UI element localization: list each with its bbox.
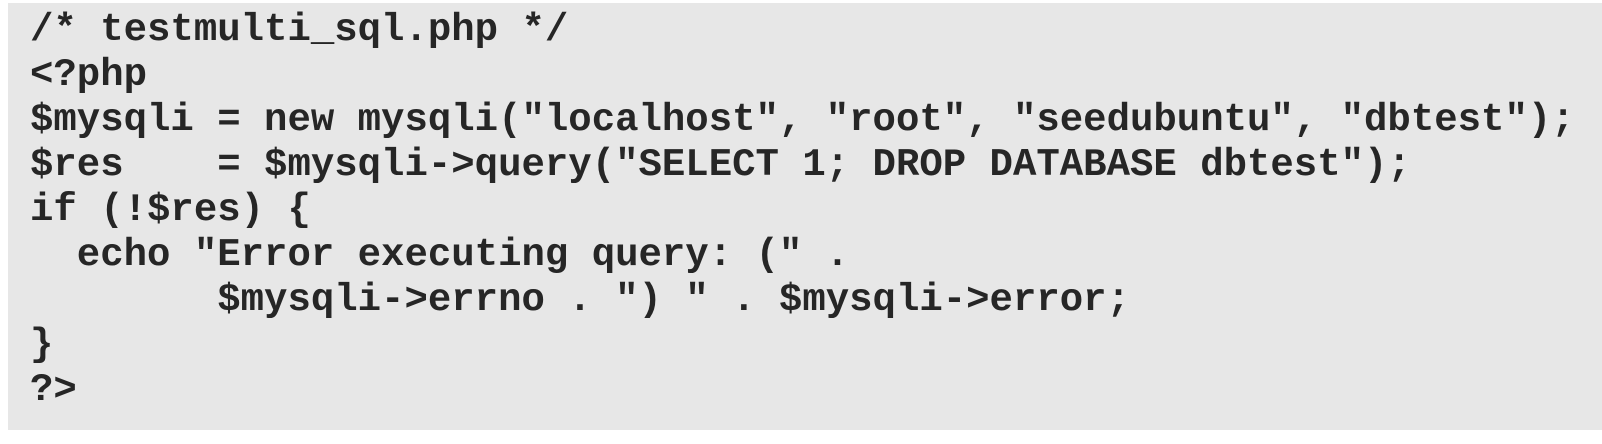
- code-line: $mysqli->errno . ") " . $mysqli->error;: [30, 278, 1130, 322]
- code-line: ?>: [30, 368, 77, 412]
- code-line: $res = $mysqli->query("SELECT 1; DROP DA…: [30, 143, 1411, 187]
- code-line: <?php: [30, 53, 148, 97]
- code-line: if (!$res) {: [30, 188, 311, 232]
- code-line: $mysqli = new mysqli("localhost", "root"…: [30, 98, 1575, 142]
- code-line: echo "Error executing query: (" .: [30, 233, 850, 277]
- code-line: /* testmulti_sql.php */: [30, 8, 569, 52]
- code-listing: /* testmulti_sql.php */ <?php $mysqli = …: [8, 3, 1602, 430]
- code-line: }: [30, 323, 54, 367]
